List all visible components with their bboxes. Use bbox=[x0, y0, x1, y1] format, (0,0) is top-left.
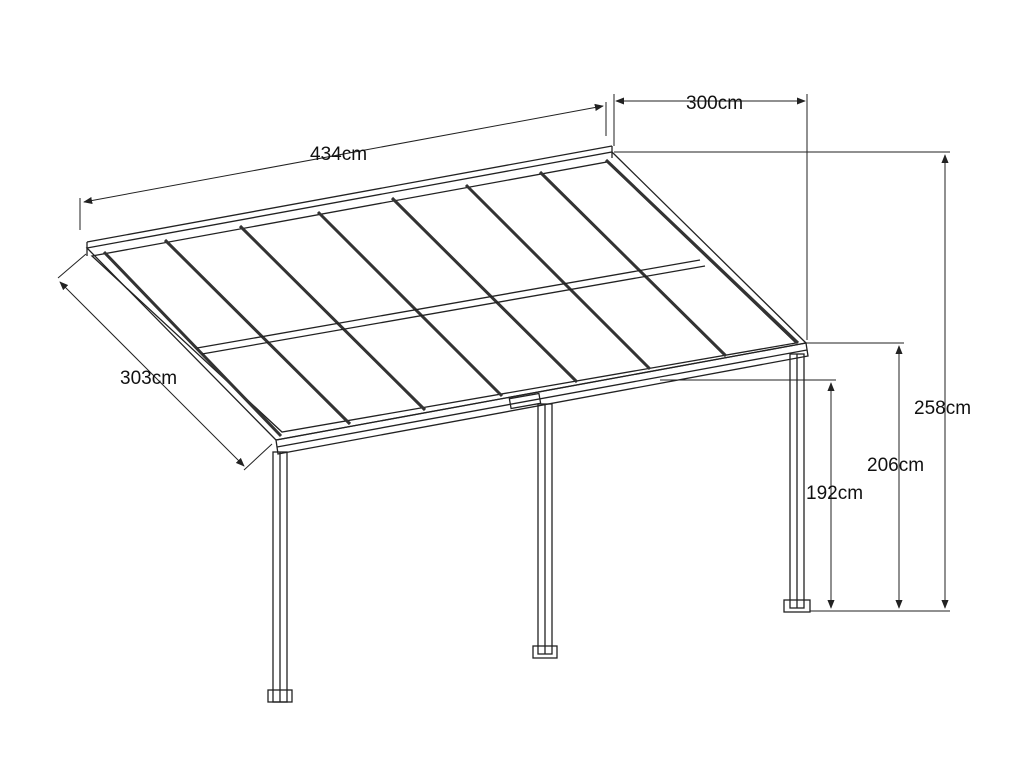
post-right bbox=[783, 353, 811, 613]
roof-mid-bar bbox=[196, 259, 706, 355]
dim-depth-top bbox=[613, 94, 808, 340]
dim-width bbox=[79, 102, 607, 230]
roof-rafters bbox=[102, 158, 800, 438]
dim-height-clearance bbox=[660, 379, 836, 609]
dim-height-total bbox=[614, 151, 950, 612]
dim-depth-side bbox=[57, 253, 273, 471]
label-height-total: 258cm bbox=[914, 398, 971, 419]
dim-height-beam bbox=[806, 342, 904, 609]
post-left bbox=[267, 451, 293, 703]
roof-frame bbox=[85, 145, 808, 441]
label-depth-side: 303cm bbox=[120, 368, 177, 389]
front-beam bbox=[275, 342, 809, 455]
label-height-clearance: 192cm bbox=[806, 483, 863, 504]
post-middle bbox=[532, 403, 558, 659]
label-height-beam: 206cm bbox=[867, 455, 924, 476]
label-depth-top: 300cm bbox=[686, 93, 743, 114]
label-width: 434cm bbox=[310, 144, 367, 165]
posts bbox=[267, 353, 811, 703]
